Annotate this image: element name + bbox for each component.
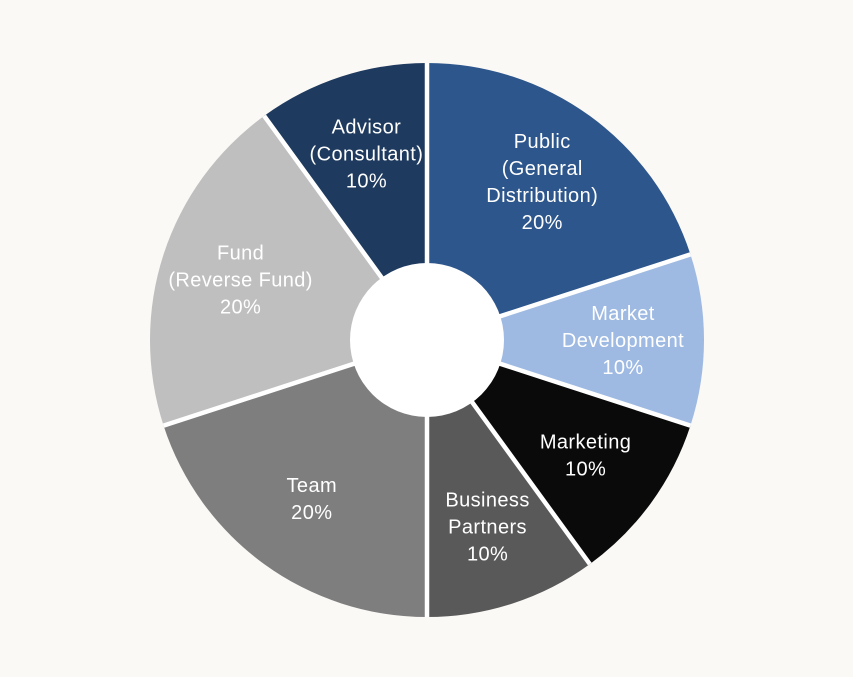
slice-label-line: 10% [602,357,643,379]
slice-label-marketing: Marketing 10% [540,432,631,481]
slice-label-line: Business [445,489,529,511]
slice-label-team: Team 20% [287,475,338,524]
pie-slice-market-development [427,254,704,426]
pie-slice-marketing [427,340,691,565]
slice-label-line: 20% [220,296,261,318]
slice-label-line: Market [591,303,655,325]
slice-label-line: Fund [217,242,264,264]
slice-label-line: Development [562,330,684,352]
slice-label-fund-reverse-fund: Fund (Reverse Fund) 20% [168,242,313,318]
slice-label-line: 20% [522,212,563,234]
slice-label-line: Marketing [540,432,631,454]
slice-label-line: 10% [565,459,606,481]
slice-label-line: Partners [448,516,527,538]
slice-label-line: Distribution) [486,185,598,207]
pie-slice-team [163,340,427,617]
pie-slice-advisor-consultant [264,62,427,340]
slice-label-line: Team [287,475,338,497]
slice-label-advisor-consultant: Advisor (Consultant) 10% [310,117,424,193]
pie-slice-public-general-distribution [427,63,691,340]
pie-slice-business-partners [427,340,590,617]
slice-label-line: Public [514,131,571,153]
slice-label-line: 20% [291,502,332,524]
donut-hole [350,263,504,417]
slice-label-line: Advisor [332,117,402,139]
slice-label-line: (Reverse Fund) [168,269,313,291]
slice-label-line: (Consultant) [310,144,424,166]
slice-label-line: 10% [346,171,387,193]
slice-label-line: 10% [467,543,508,565]
slice-label-line: (General [502,158,583,180]
